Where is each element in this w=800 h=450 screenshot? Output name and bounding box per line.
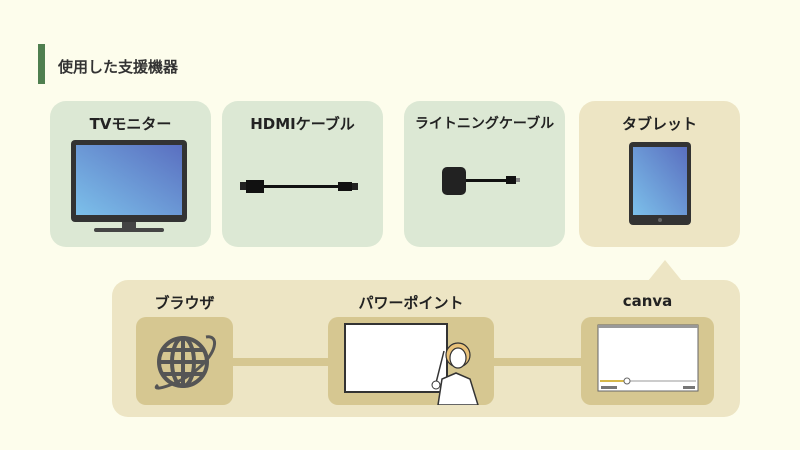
app-label: canva (622, 292, 673, 310)
heading-accent-bar (38, 44, 45, 84)
tablet-icon (629, 142, 691, 225)
presenter-icon (431, 342, 479, 405)
device-label: ライトニングケーブル (414, 116, 555, 132)
page-title: 使用した支援機器 (58, 58, 179, 76)
lightning-adapter-icon (442, 167, 520, 195)
callout-pointer (648, 260, 682, 281)
app-label: ブラウザ (154, 294, 215, 312)
hdmi-cable-icon (240, 180, 358, 193)
device-label: TVモニター (89, 115, 172, 133)
tv-monitor-icon (71, 140, 187, 232)
device-card-tv: TVモニター (50, 101, 211, 247)
app-box-powerpoint (328, 317, 494, 405)
device-card-lightning: ライトニングケーブル (404, 101, 565, 247)
presentation-board (344, 323, 448, 393)
device-label: タブレット (621, 115, 697, 133)
device-label: HDMIケーブル (250, 115, 355, 133)
app-box-browser (136, 317, 233, 405)
app-box-canva (581, 317, 714, 405)
app-label: パワーポイント (358, 294, 464, 312)
device-card-hdmi: HDMIケーブル (222, 101, 383, 247)
video-player-icon (597, 324, 699, 392)
globe-icon (154, 335, 216, 390)
device-card-tablet: タブレット (579, 101, 740, 247)
